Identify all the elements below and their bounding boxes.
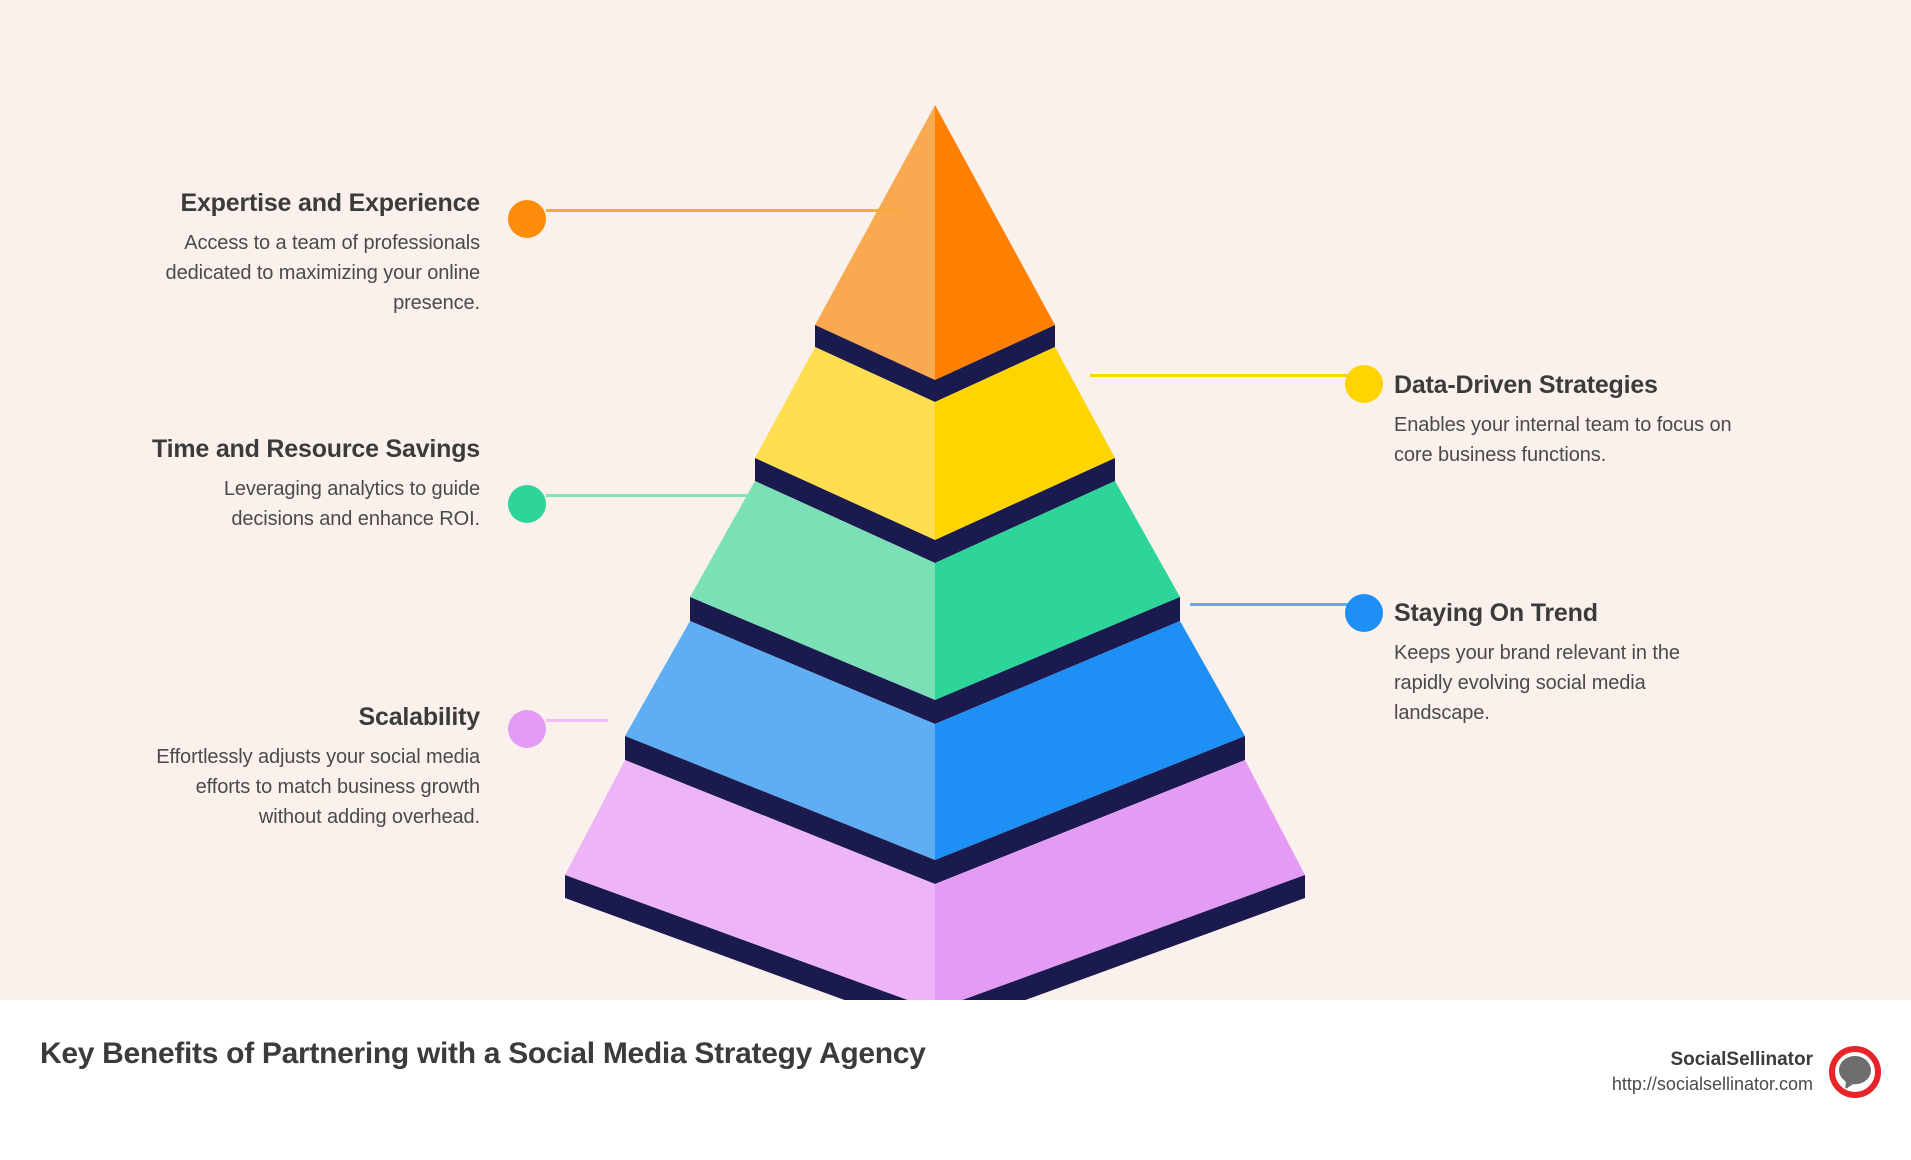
- tier-3-left-face: [690, 481, 935, 700]
- connector-line-1: [546, 209, 903, 212]
- pyramid-tier-3: [690, 481, 1180, 724]
- socialsellinator-logo-icon: [1829, 1046, 1881, 1098]
- tier-2-right-face: [935, 347, 1115, 540]
- tier-3-band: [690, 597, 1180, 724]
- benefit-description: Effortlessly adjusts your social media e…: [156, 746, 480, 828]
- tier-1-right-face: [935, 105, 1055, 380]
- tier-1-left-face: [815, 105, 935, 380]
- brand-name: SocialSellinator: [1670, 1048, 1813, 1070]
- benefit-block-scalability: Scalability Effortlessly adjusts your so…: [140, 700, 480, 832]
- connector-dot-1[interactable]: [508, 200, 546, 238]
- benefit-block-time-and-resource-savings: Time and Resource Savings Leveraging ana…: [150, 432, 480, 534]
- benefit-title: Staying On Trend: [1394, 599, 1598, 627]
- brand-block[interactable]: SocialSellinator http://socialsellinator…: [1612, 1044, 1883, 1100]
- tier-2-band: [755, 458, 1115, 563]
- connector-dot-2[interactable]: [1345, 365, 1383, 403]
- brand-url[interactable]: http://socialsellinator.com: [1611, 1074, 1813, 1095]
- tier-5-right-face: [935, 760, 1305, 1000]
- page-title: Key Benefits of Partnering with a Social…: [40, 1037, 926, 1070]
- benefit-title: Expertise and Experience: [180, 189, 480, 217]
- tier-4-right-face: [935, 621, 1245, 860]
- benefit-title: Time and Resource Savings: [152, 435, 480, 463]
- connector-dot-5[interactable]: [508, 710, 546, 748]
- connector-line-2: [1090, 374, 1348, 377]
- pyramid-tier-5: [565, 760, 1305, 1000]
- tier-2-left-face: [755, 347, 935, 540]
- tier-3-right-face: [935, 481, 1180, 700]
- tier-4-band: [625, 736, 1245, 884]
- benefit-description: Enables your internal team to focus on c…: [1394, 414, 1732, 466]
- brand-text: SocialSellinator http://socialsellinator…: [1612, 1048, 1813, 1097]
- benefit-description: Leveraging analytics to guide decisions …: [223, 478, 480, 530]
- benefit-title: Scalability: [358, 703, 481, 731]
- tier-1-band: [815, 325, 1055, 402]
- connector-line-3: [546, 494, 751, 497]
- pyramid-tier-4: [625, 621, 1245, 884]
- connector-dot-4[interactable]: [1345, 594, 1383, 632]
- benefit-description: Access to a team of professionals dedica…: [165, 232, 481, 314]
- connector-line-5: [546, 719, 608, 722]
- tier-5-left-face: [565, 760, 935, 1000]
- connector-dot-3[interactable]: [508, 485, 546, 523]
- connector-line-4: [1190, 603, 1348, 606]
- benefit-description: Keeps your brand relevant in the rapidly…: [1394, 642, 1680, 724]
- pyramid-tier-1: [815, 105, 1055, 402]
- benefit-block-staying-on-trend: Staying On Trend Keeps your brand releva…: [1394, 596, 1724, 728]
- benefit-title: Data-Driven Strategies: [1394, 371, 1658, 399]
- footer-bar: Key Benefits of Partnering with a Social…: [0, 1000, 1911, 1160]
- tier-5-band: [565, 875, 1305, 1000]
- tier-4-left-face: [625, 621, 935, 860]
- benefit-block-data-driven-strategies: Data-Driven Strategies Enables your inte…: [1394, 368, 1744, 470]
- pyramid-tier-2: [755, 347, 1115, 563]
- benefit-block-expertise-and-experience: Expertise and Experience Access to a tea…: [115, 186, 481, 318]
